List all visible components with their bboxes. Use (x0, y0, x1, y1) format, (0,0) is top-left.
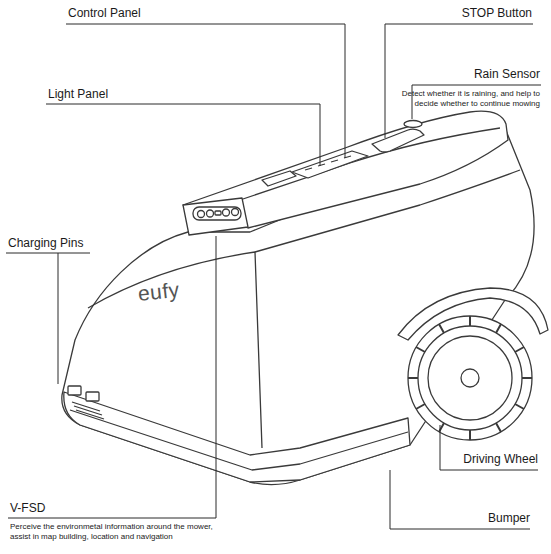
leader-line (46, 104, 320, 166)
charging-pin (86, 392, 99, 401)
part-name: V-FSD (10, 502, 45, 516)
leader-line (390, 470, 530, 529)
part-description: Perceive the environmetal information ar… (10, 522, 215, 541)
bumper-line (70, 410, 408, 470)
vfsd-lens (232, 209, 239, 216)
bumper (64, 392, 410, 482)
vfsd-lens (223, 209, 230, 216)
wheel-rim (418, 326, 522, 430)
leader-line (6, 253, 90, 384)
wheel-cap (461, 369, 479, 387)
vfsd-lens (207, 210, 214, 217)
rain-sensor (404, 121, 422, 128)
brand-logo: eufy (137, 278, 181, 306)
light-panel (262, 171, 296, 186)
part-name: Control Panel (68, 7, 141, 21)
wheel-tread (408, 316, 532, 440)
part-description: Detect whether it is raining, and help t… (400, 89, 540, 108)
top-shell-ridge (240, 128, 500, 200)
part-name: Light Panel (48, 88, 108, 102)
driving-wheel (408, 316, 532, 440)
charging-pin (68, 386, 81, 395)
wheel-hub (428, 336, 512, 420)
part-name: Driving Wheel (430, 453, 538, 467)
vfsd-lens (198, 211, 205, 218)
stop-button (372, 129, 424, 152)
leader-line (8, 236, 216, 518)
control-panel (292, 151, 368, 178)
charging-grille (72, 402, 104, 419)
part-name: Charging Pins (8, 237, 83, 251)
part-name: Rain Sensor (432, 68, 540, 82)
vfsd-housing (183, 198, 248, 235)
control-keys (305, 156, 351, 170)
part-name: Bumper (430, 512, 530, 526)
part-name: STOP Button (432, 7, 532, 21)
vfsd-window (193, 207, 241, 220)
vfsd-sensor (215, 211, 221, 215)
